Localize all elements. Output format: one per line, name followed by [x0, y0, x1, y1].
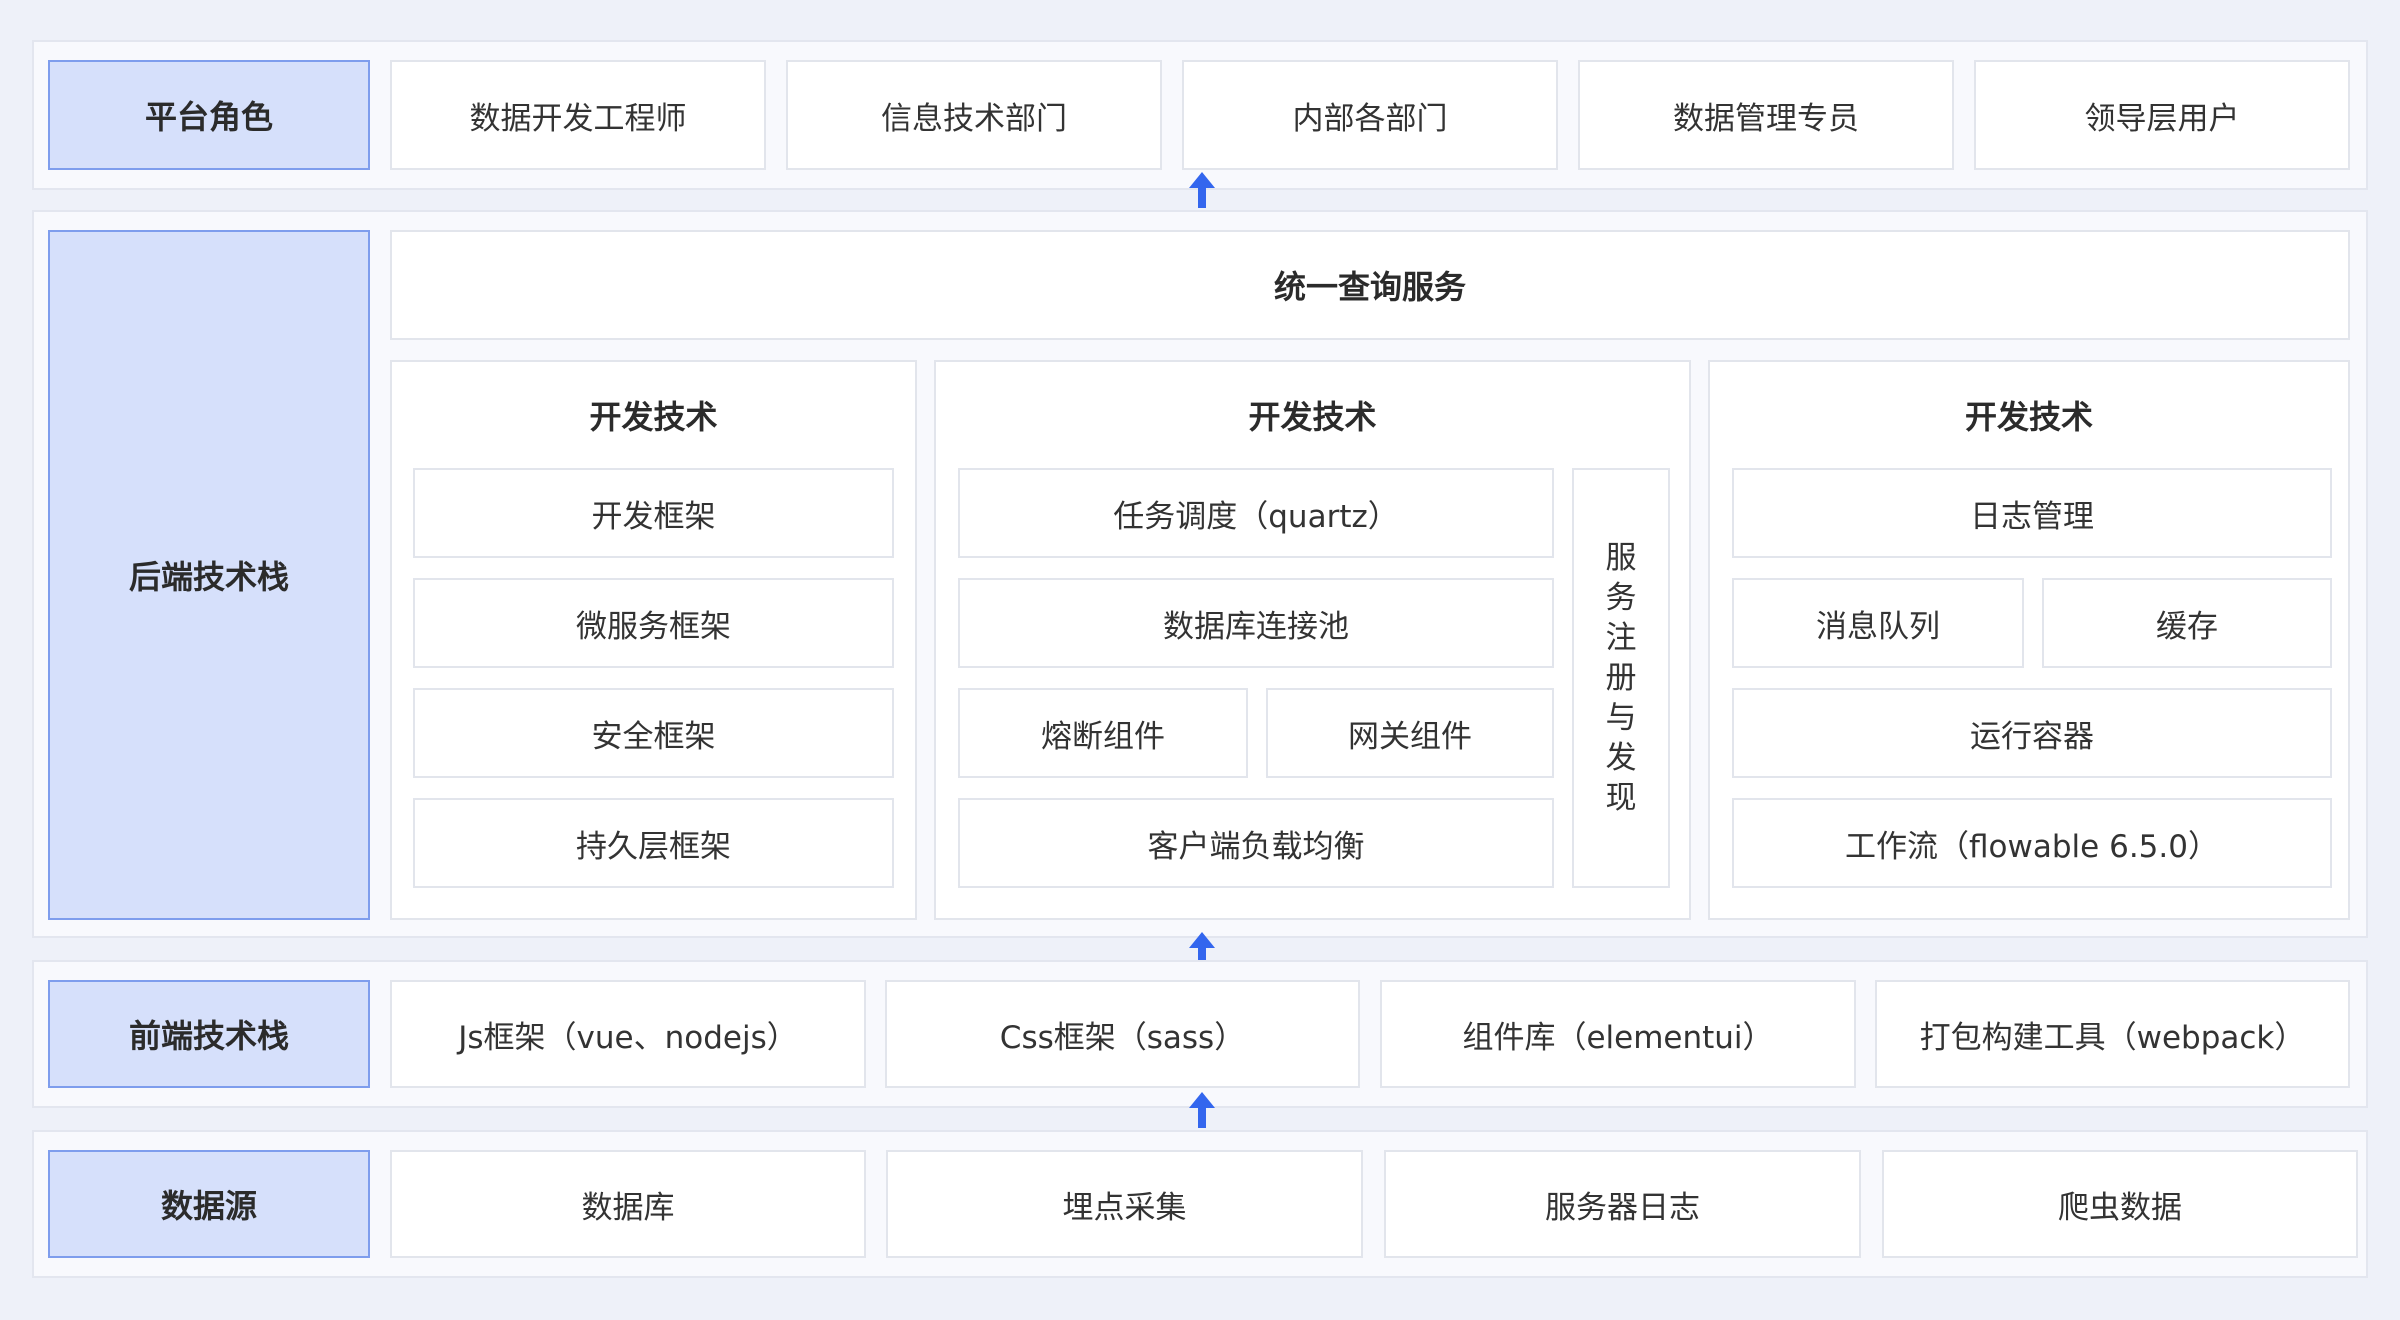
vchar: 册: [1605, 660, 1637, 696]
vchar: 服: [1605, 540, 1637, 576]
client-load-balancing: 客户端负载均衡: [958, 798, 1554, 888]
role-data-engineer: 数据开发工程师: [390, 60, 766, 170]
vchar: 务: [1605, 580, 1637, 616]
vchar: 发: [1605, 740, 1637, 776]
role-data-manager: 数据管理专员: [1578, 60, 1954, 170]
vchar: 现: [1605, 780, 1637, 816]
circuit-breaker: 熔断组件: [958, 688, 1248, 778]
vchar: 与: [1605, 700, 1637, 736]
panel-middle-title: 开发技术: [1248, 398, 1377, 436]
datasource-label: 数据源: [48, 1150, 370, 1258]
runtime-container: 运行容器: [1732, 688, 2332, 778]
role-it-department: 信息技术部门: [786, 60, 1162, 170]
panel-left-title: 开发技术: [589, 398, 718, 436]
dev-framework: 开发框架: [413, 468, 894, 558]
frontend-label: 前端技术栈: [48, 980, 370, 1088]
task-scheduling: 任务调度（quartz）: [958, 468, 1554, 558]
role-internal-departments: 内部各部门: [1182, 60, 1558, 170]
db-connection-pool: 数据库连接池: [958, 578, 1554, 668]
js-framework: Js框架（vue、nodejs）: [390, 980, 866, 1088]
cache: 缓存: [2042, 578, 2332, 668]
build-tool: 打包构建工具（webpack）: [1875, 980, 2350, 1088]
service-registry-discovery: 服 务 注 册 与 发 现: [1572, 468, 1670, 888]
platform-roles-label: 平台角色: [48, 60, 370, 170]
source-server-logs: 服务器日志: [1384, 1150, 1861, 1258]
microservice-framework: 微服务框架: [413, 578, 894, 668]
vchar: 注: [1605, 620, 1637, 656]
up-arrow-icon: [1189, 172, 1215, 208]
log-management: 日志管理: [1732, 468, 2332, 558]
message-queue: 消息队列: [1732, 578, 2024, 668]
source-tracking-collection: 埋点采集: [886, 1150, 1363, 1258]
persistence-framework: 持久层框架: [413, 798, 894, 888]
backend-label: 后端技术栈: [48, 230, 370, 920]
role-leadership-users: 领导层用户: [1974, 60, 2350, 170]
security-framework: 安全框架: [413, 688, 894, 778]
component-library: 组件库（elementui）: [1380, 980, 1856, 1088]
up-arrow-icon: [1189, 1092, 1215, 1128]
up-arrow-icon: [1189, 932, 1215, 968]
panel-right-title: 开发技术: [1964, 398, 2093, 436]
unified-query-service: 统一查询服务: [390, 230, 2350, 340]
source-database: 数据库: [390, 1150, 866, 1258]
source-crawler-data: 爬虫数据: [1882, 1150, 2358, 1258]
gateway-component: 网关组件: [1266, 688, 1554, 778]
workflow-engine: 工作流（flowable 6.5.0）: [1732, 798, 2332, 888]
css-framework: Css框架（sass）: [885, 980, 1360, 1088]
